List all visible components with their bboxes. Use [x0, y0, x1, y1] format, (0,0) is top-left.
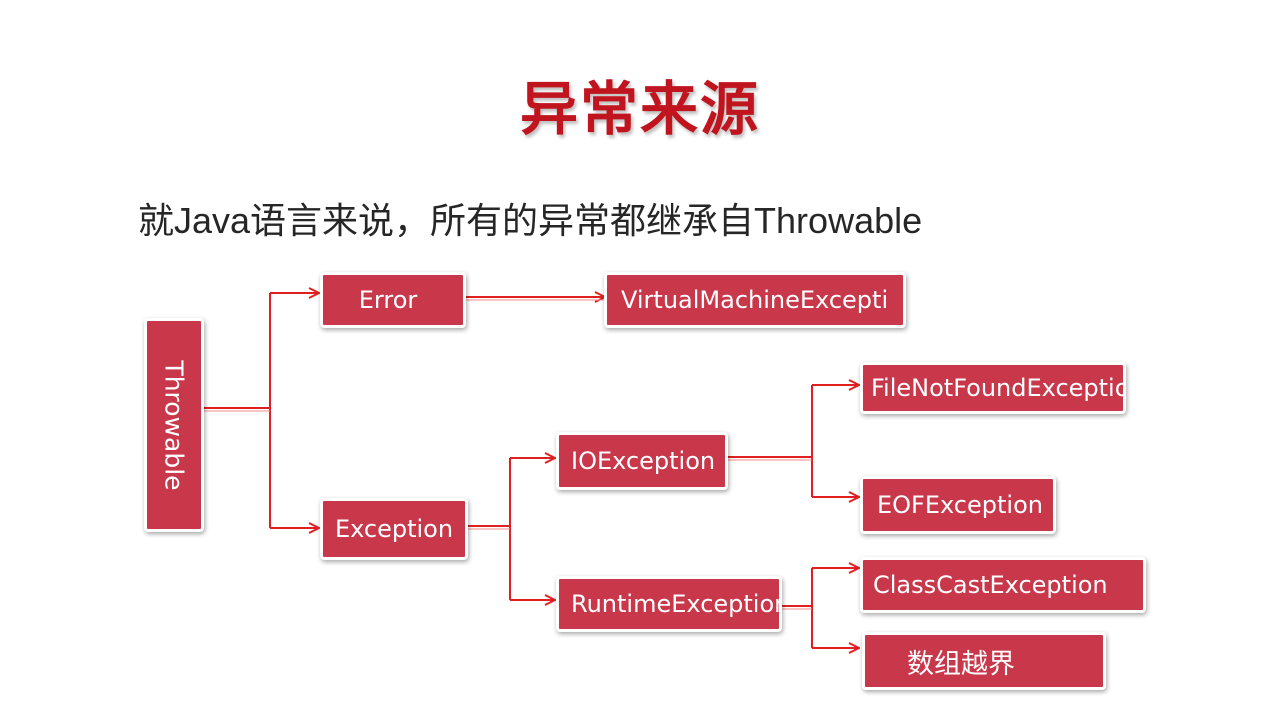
slide-subtitle: 就Java语言来说，所有的异常都继承自Throwable [138, 200, 923, 241]
node-virtual-machine-exception: VirtualMachineExcepti [604, 272, 906, 328]
node-io-exception: IOException [556, 432, 728, 490]
node-error-label: Error [358, 286, 418, 314]
node-eof-exception: EOFException [860, 476, 1056, 534]
node-exception: Exception [320, 498, 468, 560]
node-runtime-exception: RuntimeException [556, 576, 782, 632]
slide-title: 异常来源 [519, 75, 760, 143]
node-eof-exception-label: EOFException [877, 491, 1043, 519]
node-exception-label: Exception [334, 515, 454, 543]
node-throwable-label: Throwable [159, 359, 189, 491]
node-filenotfound-exception-label: FileNotFoundExceptio [871, 374, 1126, 402]
node-array-out-of-bounds-label: 数组越界 [907, 648, 1015, 680]
node-runtime-exception-label: RuntimeException [571, 590, 782, 618]
node-throwable: Throwable [144, 318, 204, 532]
node-classcast-exception-label: ClassCastException [873, 571, 1108, 599]
node-array-out-of-bounds: 数组越界 [862, 632, 1106, 690]
node-virtual-machine-exception-label: VirtualMachineExcepti [621, 286, 889, 314]
node-classcast-exception: ClassCastException [860, 557, 1146, 613]
node-error: Error [320, 272, 466, 328]
node-io-exception-label: IOException [571, 447, 716, 475]
node-filenotfound-exception: FileNotFoundExceptio [860, 362, 1126, 414]
